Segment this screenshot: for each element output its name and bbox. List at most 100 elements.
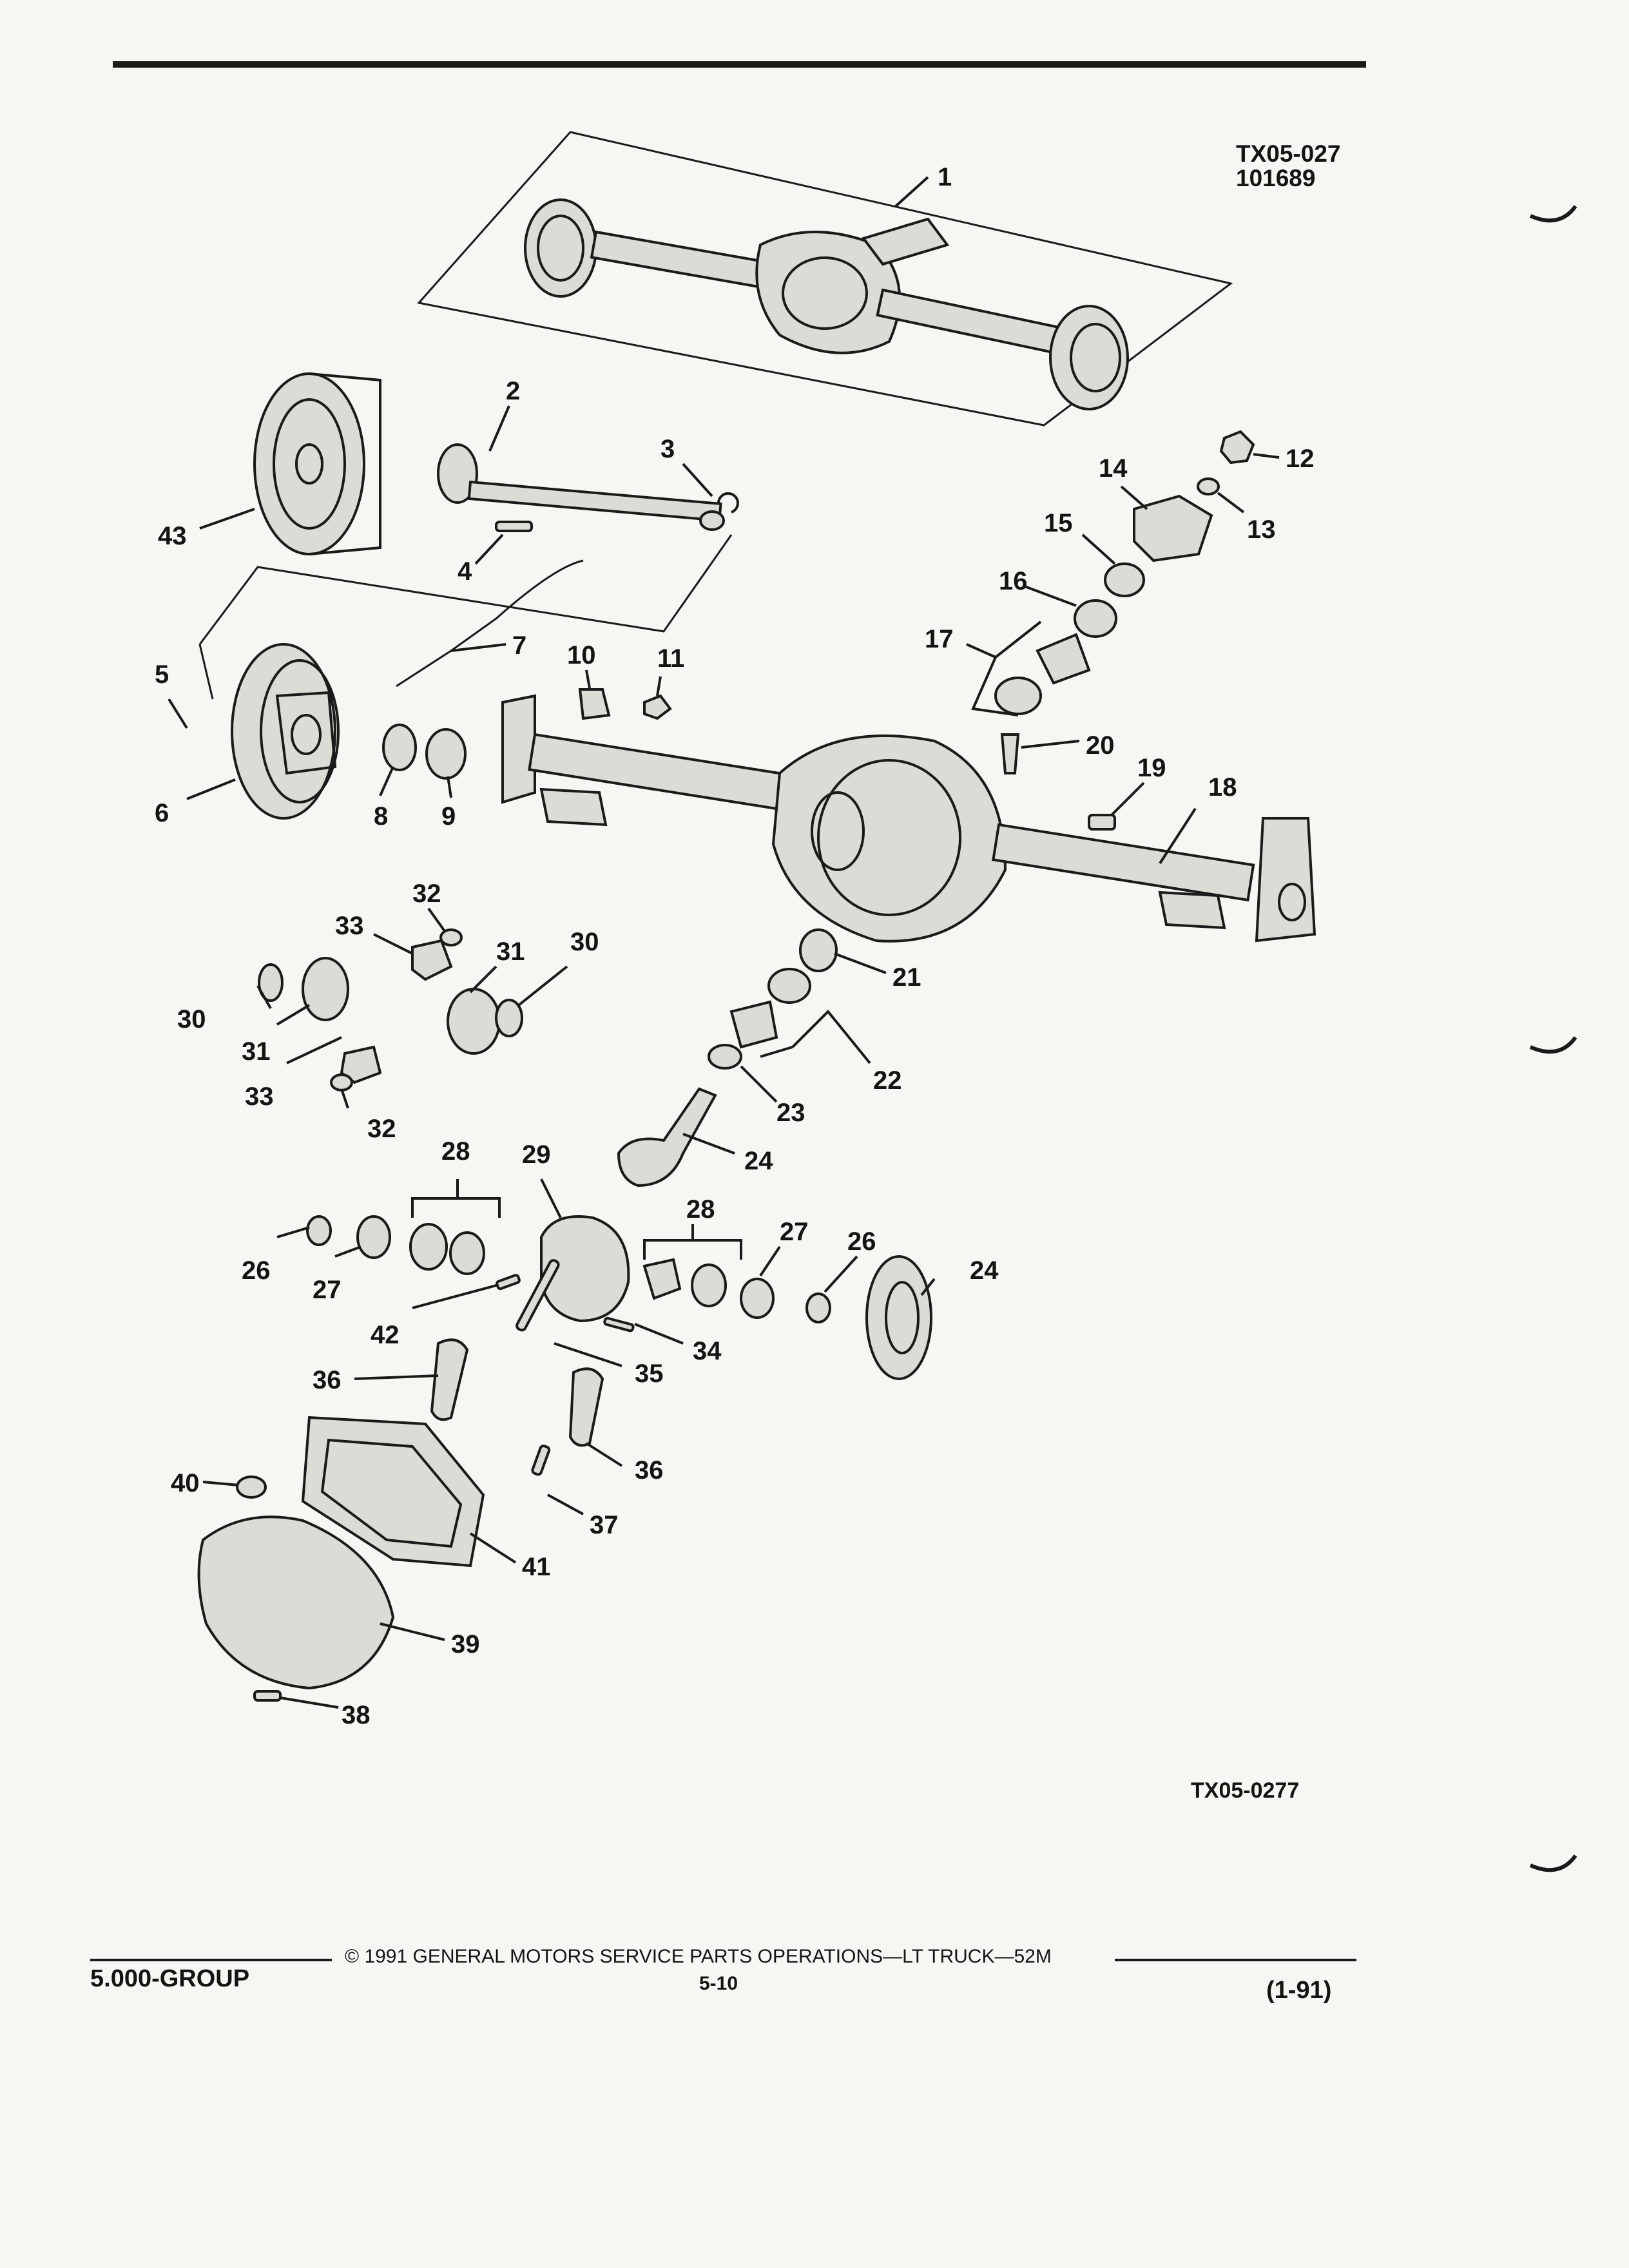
pinion-inner-cup bbox=[767, 968, 811, 1004]
callout-24-ring: 24 bbox=[970, 1256, 999, 1285]
figure-identifier: TX05-027 101689 bbox=[1236, 142, 1341, 191]
bearing-cap-right bbox=[568, 1367, 604, 1447]
callout-41: 41 bbox=[522, 1553, 551, 1581]
callout-11: 11 bbox=[657, 644, 684, 673]
ring-gear-bore bbox=[885, 1281, 920, 1354]
page-edge-mark bbox=[1529, 1036, 1577, 1054]
callout-38: 38 bbox=[342, 1701, 371, 1729]
carrier-cup-left bbox=[356, 1215, 391, 1259]
callout-30-left: 30 bbox=[177, 1005, 206, 1033]
axle-assembly-inset bbox=[417, 131, 1233, 427]
callout-10: 10 bbox=[567, 641, 596, 669]
cap-bolt bbox=[531, 1445, 551, 1476]
differential-case bbox=[540, 1215, 630, 1323]
bearing-cap-left bbox=[430, 1338, 469, 1421]
callout-1: 1 bbox=[938, 163, 952, 191]
pinion-gear-lower bbox=[340, 1045, 382, 1084]
axle-bearing bbox=[425, 728, 467, 780]
callout-21: 21 bbox=[892, 963, 921, 992]
axle-shaft bbox=[437, 443, 725, 531]
pinion-seal bbox=[1104, 562, 1145, 597]
brake-drum bbox=[253, 372, 381, 555]
pinion-nut bbox=[1219, 430, 1255, 465]
bracket-nut bbox=[643, 694, 672, 720]
cover-gasket bbox=[301, 1416, 485, 1568]
callout-30-right: 30 bbox=[570, 928, 599, 956]
callout-17: 17 bbox=[925, 625, 954, 653]
callout-28-left: 28 bbox=[441, 1137, 470, 1166]
axle-housing bbox=[501, 694, 1316, 943]
callout-5: 5 bbox=[155, 660, 169, 689]
carrier-cup-right bbox=[740, 1278, 775, 1319]
shaft-lock bbox=[717, 492, 739, 514]
axle-seal bbox=[382, 724, 417, 771]
top-rule bbox=[113, 61, 1366, 68]
footer-date: (1-91) bbox=[1266, 1977, 1332, 2004]
fill-plug bbox=[1088, 814, 1116, 831]
ring-gear bbox=[865, 1255, 932, 1380]
callout-39: 39 bbox=[451, 1630, 480, 1658]
callout-23: 23 bbox=[776, 1099, 805, 1127]
side-gear-washer-left bbox=[258, 963, 284, 1002]
callout-27-right: 27 bbox=[780, 1218, 809, 1246]
callout-22: 22 bbox=[873, 1066, 902, 1095]
footer-copyright: © 1991 GENERAL MOTORS SERVICE PARTS OPER… bbox=[345, 1946, 1052, 1967]
pinion-shim bbox=[708, 1044, 742, 1070]
callout-40: 40 bbox=[171, 1469, 200, 1497]
callout-31-left: 31 bbox=[242, 1037, 271, 1066]
footer-rule-left bbox=[90, 1959, 332, 1961]
callout-15: 15 bbox=[1044, 509, 1073, 537]
callout-26-right: 26 bbox=[847, 1227, 876, 1256]
callout-27-left: 27 bbox=[313, 1276, 342, 1304]
wheel-bolt bbox=[495, 521, 533, 532]
callout-35: 35 bbox=[635, 1360, 664, 1388]
figure-reference: TX05-0277 bbox=[1191, 1778, 1300, 1803]
case-shim-right bbox=[805, 1293, 831, 1323]
collapsible-spacer bbox=[799, 928, 838, 972]
callout-8: 8 bbox=[374, 802, 388, 831]
cover-washer bbox=[236, 1475, 267, 1499]
carrier-cone-left bbox=[449, 1231, 485, 1275]
callout-36-left: 36 bbox=[313, 1366, 342, 1394]
callout-18: 18 bbox=[1208, 773, 1237, 802]
callout-31-right: 31 bbox=[496, 937, 525, 966]
page-number: 5-10 bbox=[699, 1973, 738, 1994]
leader-lines bbox=[168, 176, 1280, 1709]
brake-line-bracket bbox=[578, 688, 611, 720]
figure-code: TX05-027 bbox=[1236, 140, 1341, 167]
callout-26-left: 26 bbox=[242, 1256, 271, 1285]
callout-29: 29 bbox=[522, 1140, 551, 1169]
callout-32-upper: 32 bbox=[412, 879, 441, 908]
callout-12: 12 bbox=[1286, 445, 1315, 473]
pinion-washer bbox=[1197, 477, 1220, 495]
callout-16: 16 bbox=[999, 567, 1028, 595]
callout-19: 19 bbox=[1137, 754, 1166, 782]
callout-labels: 1 2 3 4 5 6 7 8 9 10 11 12 13 14 15 16 1… bbox=[155, 163, 1315, 1729]
cover-bolt bbox=[253, 1690, 282, 1702]
differential-cover bbox=[197, 1515, 395, 1690]
footer-group: 5.000-GROUP bbox=[90, 1965, 250, 1992]
pinion-washer-lower bbox=[330, 1073, 353, 1091]
footer-rule-right bbox=[1115, 1959, 1356, 1961]
drive-pinion bbox=[617, 1087, 717, 1187]
pinion-washer-upper bbox=[439, 928, 463, 947]
callout-43: 43 bbox=[158, 522, 187, 550]
vent-hose bbox=[396, 559, 584, 687]
callout-24-pinion: 24 bbox=[744, 1147, 773, 1175]
ring-gear-bolt bbox=[496, 1274, 521, 1291]
callout-34: 34 bbox=[693, 1337, 722, 1365]
carrier-bearing-left bbox=[409, 1223, 448, 1271]
figure-date: 101689 bbox=[1236, 165, 1316, 191]
callout-36-right: 36 bbox=[635, 1456, 664, 1485]
callout-14: 14 bbox=[1099, 454, 1128, 483]
axle-vent bbox=[1000, 733, 1020, 774]
callout-4: 4 bbox=[458, 557, 472, 586]
callout-7: 7 bbox=[512, 631, 526, 660]
pinion-gear-upper bbox=[411, 939, 453, 981]
pinion-bearing-cone bbox=[1036, 633, 1091, 685]
carrier-bearing-right bbox=[691, 1264, 727, 1307]
backing-plate bbox=[231, 643, 340, 820]
page-edge-mark bbox=[1529, 205, 1577, 223]
callout-13: 13 bbox=[1247, 515, 1276, 544]
callout-3: 3 bbox=[660, 435, 675, 463]
